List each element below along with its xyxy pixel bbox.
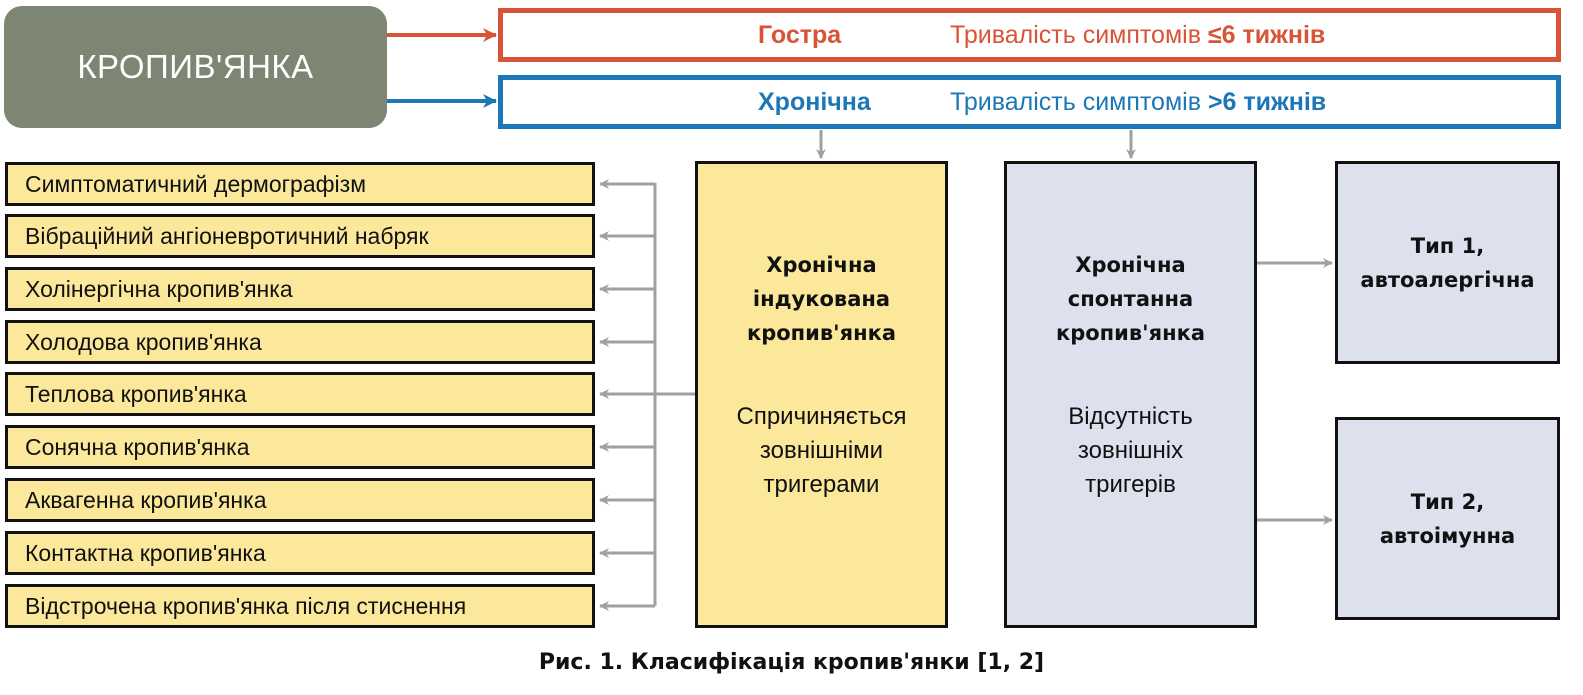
induced-subtype-item: Сонячна кропив'янка <box>5 425 595 469</box>
type2-label: Тип 2, автоімунна <box>1379 489 1516 548</box>
chronic-duration-box: Хронічна Тривалість симптомів >6 тижнів <box>498 75 1561 129</box>
urticaria-root-node: КРОПИВ'ЯНКА <box>4 6 387 128</box>
chronic-description: Тривалість симптомів >6 тижнів <box>950 88 1326 117</box>
subtype-label: Контактна кропив'янка <box>25 539 266 566</box>
subtype-label: Теплова кропив'янка <box>25 380 247 407</box>
induced-subtype-item: Аквагенна кропив'янка <box>5 478 595 522</box>
spontaneous-description: Відсутність зовнішніх тригерів <box>1068 403 1193 498</box>
acute-description: Тривалість симптомів ≤6 тижнів <box>950 21 1325 50</box>
subtype-label: Вібраційний ангіоневротичний набряк <box>25 222 429 249</box>
induced-title: Хронічна індукована кропив'янка <box>746 253 897 345</box>
subtype-label: Відстрочена кропив'янка після стиснення <box>25 592 467 619</box>
induced-subtype-item: Відстрочена кропив'янка після стиснення <box>5 584 595 628</box>
root-label: КРОПИВ'ЯНКА <box>77 48 314 85</box>
induced-subtype-item: Теплова кропив'янка <box>5 372 595 416</box>
subtype-label: Холодова кропив'янка <box>25 328 262 355</box>
figure-caption: Рис. 1. Класифікація кропив'янки [1, 2] <box>538 650 1045 675</box>
subtype-label: Аквагенна кропив'янка <box>25 486 267 513</box>
chronic-desc-value: >6 тижнів <box>1207 87 1327 116</box>
induced-subtype-item: Симптоматичний дермографізм <box>5 162 595 206</box>
induced-description: Спричиняється зовнішніми тригерами <box>736 403 907 498</box>
spontaneous-title: Хронічна спонтанна кропив'янка <box>1055 253 1206 345</box>
acute-desc-value: ≤6 тижнів <box>1207 20 1326 49</box>
induced-subtype-item: Холодова кропив'янка <box>5 320 595 364</box>
chronic-induced-node: Хронічна індукована кропив'янка Спричиня… <box>695 161 948 628</box>
chronic-spontaneous-node: Хронічна спонтанна кропив'янка Відсутніс… <box>1004 161 1257 628</box>
chronic-label: Хронічна <box>758 87 871 116</box>
acute-desc-prefix: Тривалість симптомів <box>950 20 1208 49</box>
type2-autoimmune-node: Тип 2, автоімунна <box>1335 417 1560 620</box>
subtype-label: Симптоматичний дермографізм <box>25 170 367 197</box>
induced-subtype-item: Вібраційний ангіоневротичний набряк <box>5 214 595 258</box>
acute-label: Гостра <box>758 20 842 49</box>
acute-duration-box: Гостра Тривалість симптомів ≤6 тижнів <box>498 8 1561 62</box>
type1-label: Тип 1, автоалергічна <box>1360 233 1535 292</box>
subtype-label: Сонячна кропив'янка <box>25 433 250 460</box>
induced-subtype-item: Контактна кропив'янка <box>5 531 595 575</box>
subtype-label: Холінергічна кропив'янка <box>25 275 293 302</box>
type1-autoallergic-node: Тип 1, автоалергічна <box>1335 161 1560 364</box>
chronic-desc-prefix: Тривалість симптомів <box>950 87 1208 116</box>
induced-subtype-item: Холінергічна кропив'янка <box>5 267 595 311</box>
